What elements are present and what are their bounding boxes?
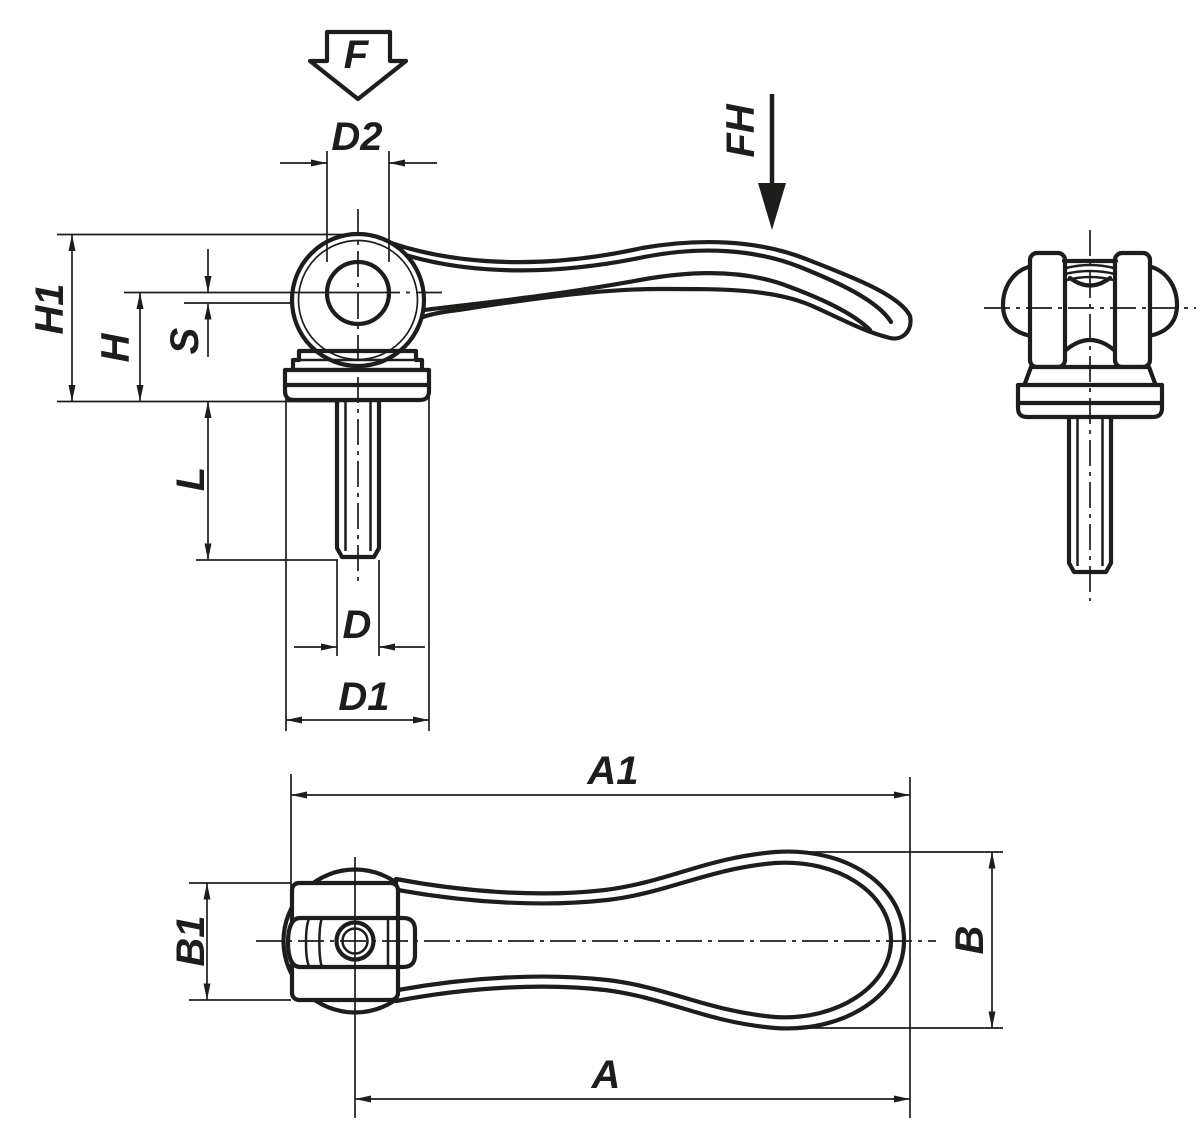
h-label: H	[94, 332, 138, 362]
h-arrow-bottom	[136, 385, 144, 402]
a-arrow-right	[894, 1095, 910, 1103]
b1-arrow-top	[203, 883, 211, 900]
l-arrow-bottom	[204, 543, 212, 560]
handle-bump-right	[1145, 263, 1180, 339]
force-arrow-icon	[307, 29, 409, 102]
a-label: A	[591, 1053, 621, 1097]
s-arrow-upper	[204, 276, 212, 293]
b-arrow-top	[988, 852, 996, 869]
s-arrow-lower	[204, 303, 212, 320]
lever-handle-contour-lower	[421, 271, 873, 333]
top-view-dimensions: A1 B1 B A	[169, 749, 1003, 1118]
d2-arrow-right	[389, 159, 405, 167]
l-arrow-top	[204, 401, 212, 418]
top-view	[256, 849, 936, 1118]
top-handle-outline	[393, 849, 907, 1031]
h-arrow-top	[136, 292, 144, 309]
b-arrow-bottom	[988, 1011, 996, 1028]
h1-label: H1	[28, 283, 72, 334]
b1-label: B1	[169, 915, 213, 966]
fork-post-left	[1027, 250, 1068, 370]
d2-arrow-left	[311, 159, 327, 167]
l-label: L	[169, 467, 213, 491]
d2-label: D2	[331, 115, 382, 159]
a1-arrow-left	[291, 791, 307, 799]
h1-arrow-bottom	[68, 385, 76, 402]
force-handle-label: FH	[719, 103, 763, 157]
top-handle-inner-contour	[395, 860, 894, 1020]
b-label: B	[948, 926, 992, 955]
force-handle-arrow-head	[758, 183, 786, 230]
a-arrow-left	[355, 1095, 371, 1103]
d-label: D	[343, 603, 372, 647]
d1-arrow-left	[286, 716, 302, 724]
d-arrow-left	[321, 643, 337, 651]
front-view	[282, 209, 913, 583]
lever-handle-outline	[385, 239, 913, 341]
lever-handle-contour-upper	[393, 248, 894, 325]
handle-bump-left	[1000, 263, 1035, 339]
a1-label: A1	[586, 749, 638, 793]
fork-post-right	[1112, 250, 1153, 370]
end-view	[984, 230, 1196, 601]
h1-arrow-top	[68, 234, 76, 251]
s-label: S	[163, 327, 207, 354]
bore-thread-line-2	[1064, 269, 1116, 276]
d1-label: D1	[338, 675, 389, 719]
d-arrow-right	[379, 643, 395, 651]
force-label: F	[344, 33, 370, 77]
front-view-dimensions: F D2 H1 H S L	[28, 29, 786, 731]
d1-arrow-right	[413, 716, 429, 724]
b1-arrow-bottom	[203, 983, 211, 1000]
a1-arrow-right	[894, 791, 910, 799]
top-cam-arc-2	[318, 917, 324, 968]
top-cam-arc-1	[304, 918, 311, 967]
